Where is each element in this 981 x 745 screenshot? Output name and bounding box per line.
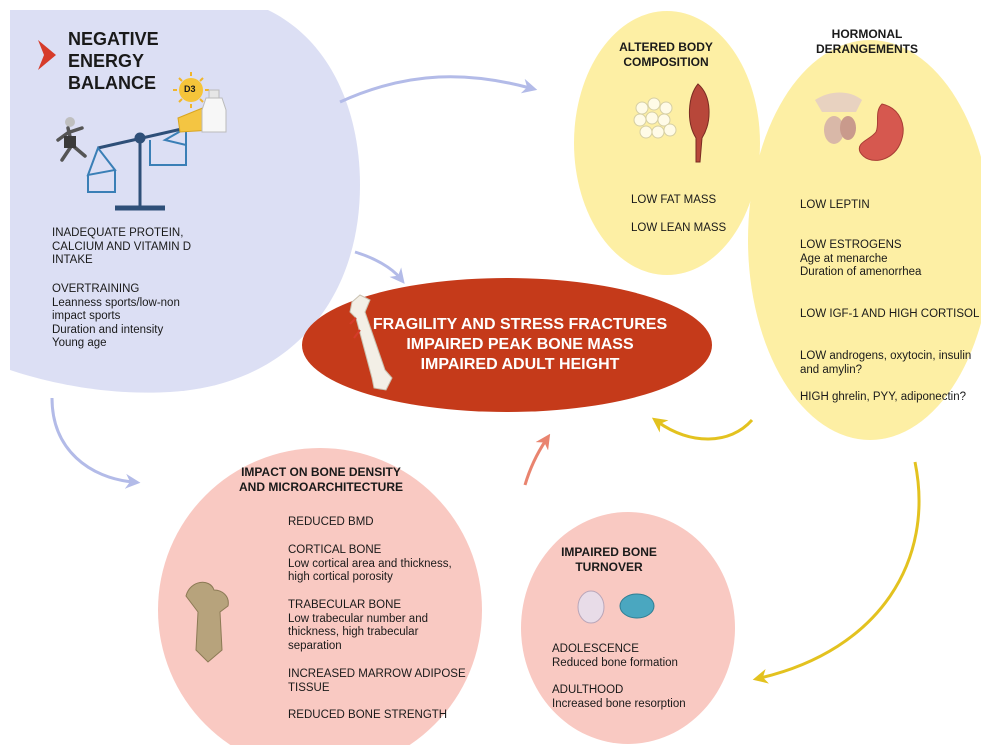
adolescence-text: ADOLESCENCE Reduced bone formation xyxy=(552,643,678,669)
low-lean-mass: LOW LEAN MASS xyxy=(631,222,727,234)
stomach-icon xyxy=(858,103,904,161)
vitamin-d-badge: D3 xyxy=(184,84,196,94)
muscle-icon xyxy=(689,83,710,163)
fat-cells-icon xyxy=(633,97,677,139)
pituitary-icon xyxy=(815,92,862,144)
bone-turnover-title: IMPAIRED BONE TURNOVER xyxy=(561,545,657,574)
osteoblast-icon xyxy=(577,590,605,624)
bone-density-circle xyxy=(158,448,482,745)
intake-text: INADEQUATE PROTEIN, CALCIUM AND VITAMIN … xyxy=(52,227,192,266)
trabecular-bone: TRABECULAR BONE Low trabecular number an… xyxy=(288,599,428,652)
arrow-hormonal-to-outcome xyxy=(651,417,754,441)
marrow-adipose: INCREASED MARROW ADIPOSE TISSUE xyxy=(288,668,466,694)
energy-balance-region xyxy=(10,10,360,393)
high-ghrelin: HIGH ghrelin, PYY, adiponectin? xyxy=(800,391,966,403)
vitamin-d-sun-icon xyxy=(173,72,209,108)
trabecular-bone-icon xyxy=(185,581,229,663)
cortical-bone: CORTICAL BONE Low cortical area and thic… xyxy=(288,544,452,583)
arrow-energy-to-bone-density xyxy=(50,397,141,489)
femur-icon xyxy=(349,294,393,391)
low-igf: LOW IGF-1 AND HIGH CORTISOL xyxy=(800,308,980,320)
runner-icon xyxy=(56,117,87,162)
osteoclast-icon xyxy=(619,593,655,619)
reduced-bone-strength: REDUCED BONE STRENGTH xyxy=(288,709,448,721)
adulthood-text: ADULTHOOD Increased bone resorption xyxy=(552,684,686,710)
hormonal-title: HORMONAL DERANGEMENTS xyxy=(815,27,918,56)
scale-icon xyxy=(86,126,187,211)
low-estrogens: LOW ESTROGENS Age at menarche Duration o… xyxy=(800,239,922,278)
body-composition-ellipse xyxy=(574,11,760,275)
overtraining-text: OVERTRAINING Leanness sports/low-non imp… xyxy=(52,283,180,349)
bone-turnover-ellipse xyxy=(521,512,735,744)
body-composition-title: ALTERED BODY COMPOSITION xyxy=(619,40,713,69)
arrow-hormonal-to-turnover xyxy=(752,461,921,684)
outcome-ellipse xyxy=(302,278,712,412)
hormonal-ellipse xyxy=(748,40,981,440)
arrow-density-to-outcome xyxy=(523,433,551,486)
energy-title: NEGATIVE ENERGY BALANCE xyxy=(68,29,159,93)
bone-density-title: IMPACT ON BONE DENSITY AND MICROARCHITEC… xyxy=(239,465,403,494)
low-fat-mass: LOW FAT MASS xyxy=(631,194,717,206)
outcome-text: FRAGILITY AND STRESS FRACTURES IMPAIRED … xyxy=(372,316,668,373)
chevron-icon xyxy=(38,40,56,70)
arrow-energy-to-composition xyxy=(339,75,538,104)
low-androgens: LOW androgens, oxytocin, insulin and amy… xyxy=(800,350,972,376)
arrow-energy-to-outcome xyxy=(354,250,405,284)
low-leptin: LOW LEPTIN xyxy=(800,199,870,211)
reduced-bmd: REDUCED BMD xyxy=(288,516,374,528)
milk-bottle-icon xyxy=(201,89,227,133)
